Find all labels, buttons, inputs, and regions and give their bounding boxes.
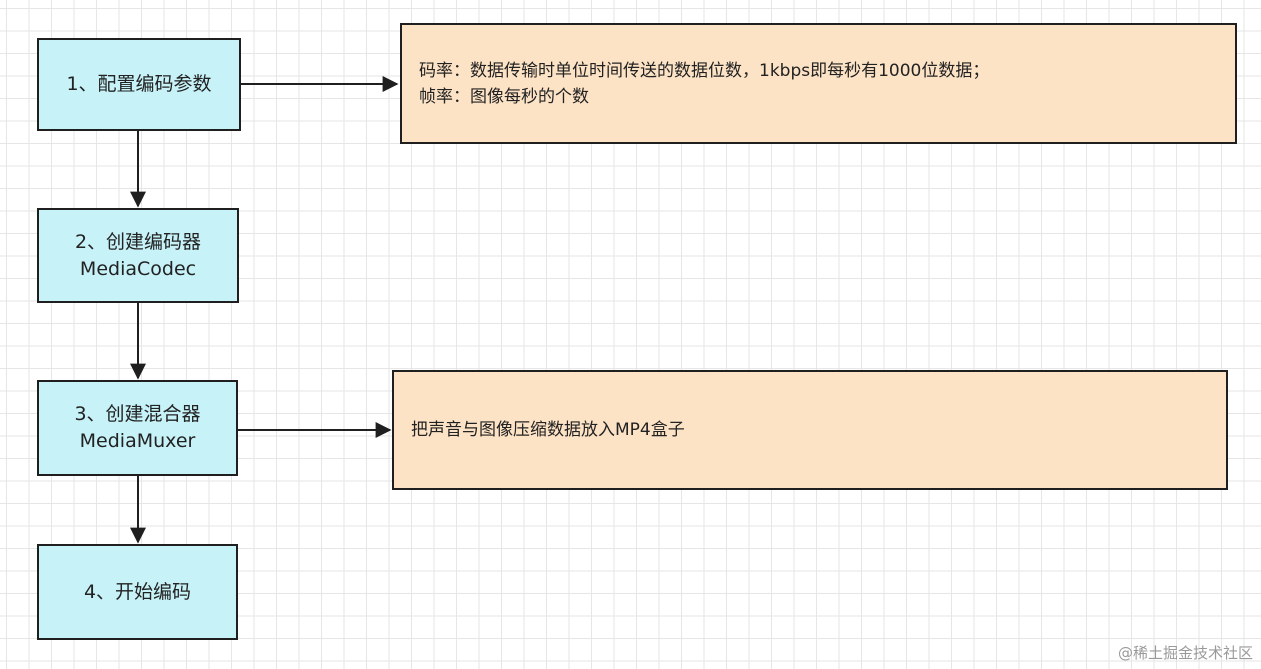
step-1-label: 1、配置编码参数 bbox=[66, 73, 212, 95]
watermark: @稀土掘金技术社区 bbox=[1117, 644, 1253, 662]
step-2-sublabel: MediaCodec bbox=[79, 257, 197, 280]
note-1-line-2: 帧率：图像每秒的个数 bbox=[419, 86, 589, 107]
step-4-label: 4、开始编码 bbox=[83, 580, 192, 603]
step-3-sublabel: MediaMuxer bbox=[79, 430, 196, 452]
step-start-encoding: 4、开始编码 bbox=[37, 544, 238, 640]
note-bitrate-framerate: 码率：数据传输时单位时间传送的数据位数，1kbps即每秒有1000位数据； 帧率… bbox=[400, 23, 1237, 144]
note-2-line-1: 把声音与图像压缩数据放入MP4盒子 bbox=[411, 420, 685, 440]
step-2-label: 2、创建编码器 bbox=[74, 230, 202, 253]
note-1-line-1: 码率：数据传输时单位时间传送的数据位数，1kbps即每秒有1000位数据； bbox=[419, 60, 990, 81]
note-mp4-container: 把声音与图像压缩数据放入MP4盒子 bbox=[392, 370, 1228, 490]
step-create-muxer: 3、创建混合器 MediaMuxer bbox=[37, 380, 238, 476]
step-3-label: 3、创建混合器 bbox=[74, 403, 201, 425]
step-create-encoder: 2、创建编码器 MediaCodec bbox=[37, 208, 239, 303]
step-configure-encoding-params: 1、配置编码参数 bbox=[37, 38, 241, 131]
